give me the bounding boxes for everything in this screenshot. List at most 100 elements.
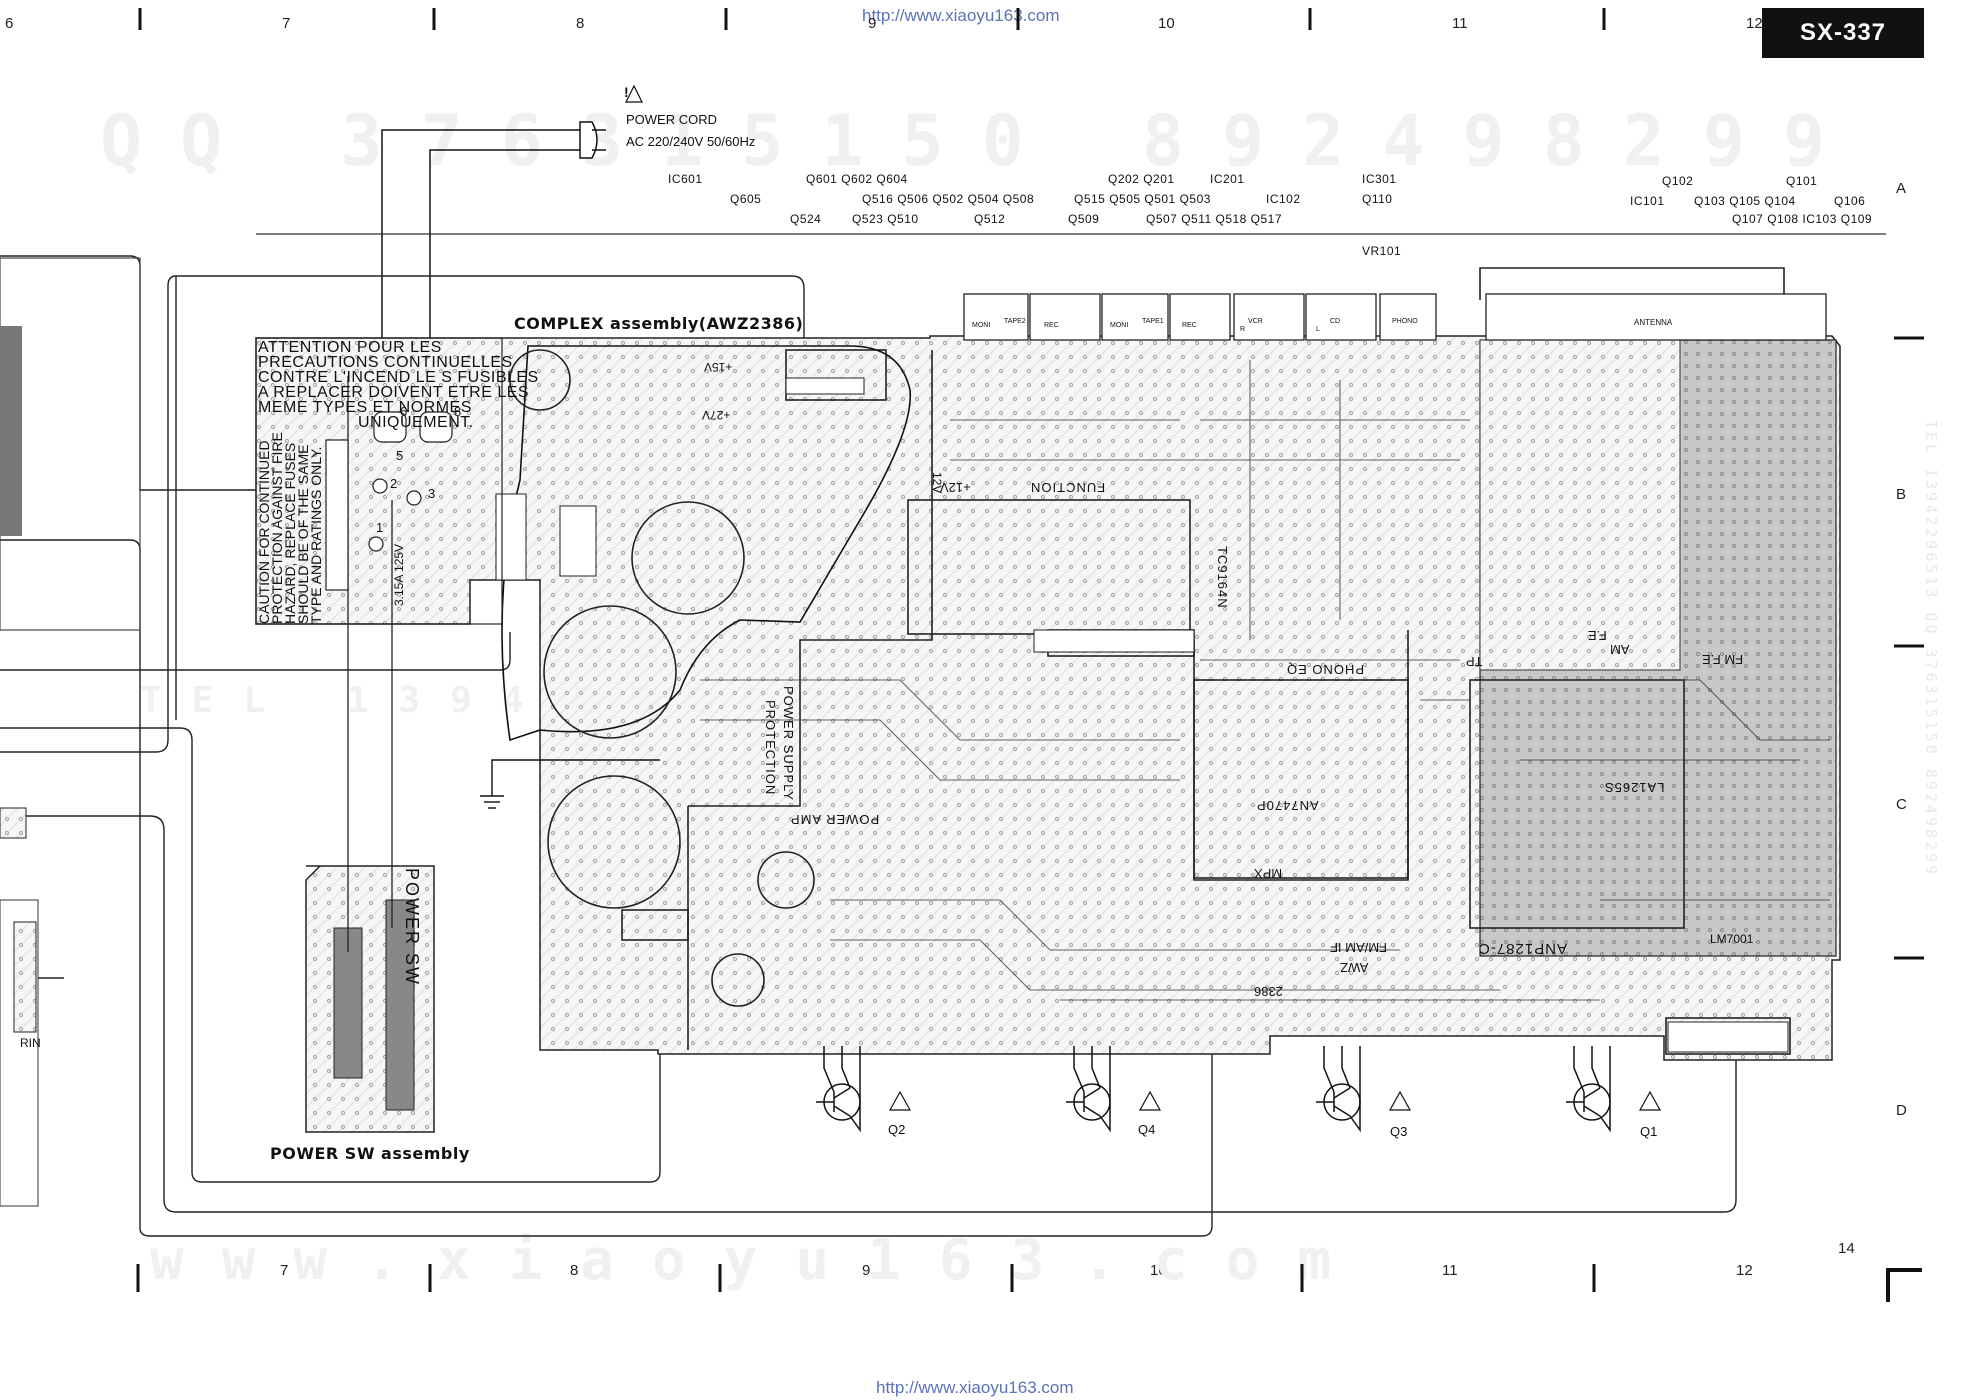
section-phono-eq: PHONO EQ <box>1286 662 1365 677</box>
grid-number: 9 <box>868 15 877 32</box>
power-cord-spec: AC 220/240V 50/60Hz <box>626 134 756 149</box>
component-label: Q103 Q105 Q104 <box>1694 194 1796 208</box>
output-transistors <box>816 1046 1611 1133</box>
model-badge: SX-337 <box>1762 8 1924 58</box>
jack-label: VCR <box>1248 318 1263 325</box>
grid-number: 10 <box>1158 15 1175 32</box>
grid-number: 8 <box>576 15 585 32</box>
transistor-label: Q4 <box>1138 1122 1156 1137</box>
section-fm-fe: FM F.E <box>1702 652 1744 667</box>
pin-label: 3 <box>428 486 436 501</box>
ic-lm7001: LM7001 <box>1710 932 1754 946</box>
component-label: Q106 <box>1834 194 1866 208</box>
ic-tc9164n: TC9164N <box>1215 546 1230 609</box>
voltage-label: +12V <box>940 480 971 495</box>
component-label: Q101 <box>1786 174 1818 188</box>
antenna-label: ANTENNA <box>1634 318 1673 327</box>
power-cord-title: POWER CORD <box>626 112 717 127</box>
notice-line: TYPE AND RATINGS ONLY. <box>308 446 324 624</box>
voltage-label: +27V <box>702 408 731 422</box>
jack-label: TAPE1 <box>1142 318 1164 325</box>
section-function: FUNCTION <box>1030 480 1106 495</box>
component-label: Q512 <box>974 212 1006 226</box>
grid-row: A <box>1896 180 1907 197</box>
notice-line: CONTRE L'INCEND LE S FUSIBLES <box>258 369 539 386</box>
ground-symbol <box>480 759 660 809</box>
warning-icon: ! <box>624 84 629 100</box>
component-label: Q515 Q505 Q501 Q503 <box>1074 192 1211 206</box>
pin-label: 5 <box>396 448 404 463</box>
notice-line: A REPLACER DOIVENT ETRE LES <box>258 384 530 401</box>
power-sw-board <box>305 376 435 1133</box>
section-am: AM <box>1610 642 1630 657</box>
grid-number: 6 <box>5 15 14 32</box>
notice-line: UNIQUEMENT. <box>358 414 474 431</box>
page-number: 14 <box>1838 1240 1855 1257</box>
grid-number: 12 <box>1736 1262 1753 1279</box>
transistor-label: Q3 <box>1390 1124 1408 1139</box>
component-label: Q523 Q510 <box>852 212 919 226</box>
board-number-label: 2386 <box>1254 984 1283 999</box>
section-mpx: MPX <box>1254 866 1283 881</box>
component-label: Q516 Q506 Q502 Q504 Q508 <box>862 192 1035 206</box>
pin-label: 2 <box>390 476 398 491</box>
component-label: Q605 <box>730 192 762 206</box>
board-awz-label: AWZ <box>1340 960 1369 975</box>
grid-number: 11 <box>1452 15 1468 32</box>
watermark-site: www.xiaoyu163.com <box>150 1228 1370 1293</box>
power-plug <box>381 121 606 408</box>
ic-la1265s: LA1265S <box>1604 780 1665 795</box>
component-label: Q524 <box>790 212 822 226</box>
section-power-amp: POWER AMP <box>790 812 880 827</box>
component-label: Q507 Q511 Q518 Q517 <box>1146 212 1283 226</box>
complex-assembly-label: COMPLEX assembly(AWZ2386) <box>514 314 804 333</box>
grid-row: D <box>1896 1102 1907 1119</box>
power-sw-assembly-label: POWER SW assembly <box>270 1144 470 1163</box>
jack-label: MONI <box>972 322 991 329</box>
component-label: Q102 <box>1662 174 1694 188</box>
grid-number: 10 <box>1150 1262 1167 1279</box>
grid-number: 7 <box>282 15 291 32</box>
section-power-supply: POWER SUPPLY <box>781 686 796 802</box>
section-fm-am-if: FM/AM IF <box>1330 940 1388 955</box>
notice-line: ATTENTION POUR LES <box>258 339 442 356</box>
grid-number: 7 <box>280 1262 289 1279</box>
grid-ticks <box>136 8 1924 1302</box>
component-label: IC601 <box>668 172 703 186</box>
component-label: IC102 <box>1266 192 1301 206</box>
section-protection: PROTECTION <box>763 700 778 796</box>
notice-line: MEME TYPES ET NORMES <box>258 399 472 416</box>
ic-an7470p: AN7470P <box>1256 798 1319 813</box>
grid-number: 9 <box>862 1262 871 1279</box>
input-jacks <box>963 293 1827 341</box>
component-label: Q601 Q602 Q604 <box>806 172 908 186</box>
section-fe: F.E <box>1588 628 1607 643</box>
source-url-bottom[interactable]: http://www.xiaoyu163.com <box>876 1378 1074 1397</box>
grid-number: 12 <box>1746 15 1763 32</box>
transistor-label: Q2 <box>888 1122 906 1137</box>
jack-label: PHONO <box>1392 318 1418 325</box>
interconnect-wires <box>0 255 1737 1237</box>
jack-label: L <box>1316 326 1320 333</box>
pin-label: 1 <box>376 520 384 535</box>
jack-label: CD <box>1330 318 1341 325</box>
component-label: Q202 Q201 <box>1108 172 1175 186</box>
notice-line: PRECAUTIONS CONTINUELLES <box>258 354 513 371</box>
jack-label: REC <box>1044 322 1059 329</box>
jack-label: MONI <box>1110 322 1129 329</box>
source-url-top[interactable]: http://www.xiaoyu163.com <box>862 6 1060 25</box>
pin-label: 6 <box>400 404 408 419</box>
grid-number: 8 <box>570 1262 579 1279</box>
voltage-label: 12V <box>930 472 944 494</box>
component-label: Q107 Q108 IC103 Q109 <box>1732 212 1873 226</box>
component-label: VR101 <box>1362 244 1402 258</box>
grid-row: C <box>1896 796 1907 813</box>
jack-label: REC <box>1182 322 1197 329</box>
voltage-label: +15V <box>704 360 733 374</box>
rin-label: RIN <box>20 1036 41 1050</box>
jack-label: TAPE2 <box>1004 318 1026 325</box>
grid-number: 11 <box>1442 1262 1458 1279</box>
test-point: TP <box>1466 654 1483 669</box>
